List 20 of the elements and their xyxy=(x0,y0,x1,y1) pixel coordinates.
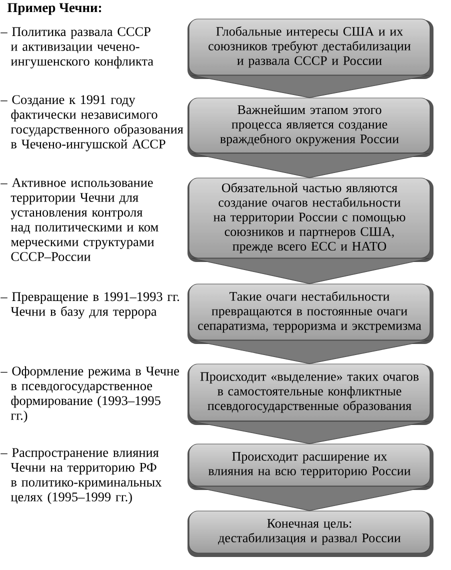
list-item: – Превращение в 1991–1993 гг. Чечни в базу для террора xyxy=(0,292,179,319)
list-item: – Активное использование территории Чечни для установления контроля над политическими и ком мерческими структурами СССР–России xyxy=(0,178,158,262)
process-box: Обязательной частью являются создание очагов нестабильности на территории России с помощью союзников и партнеров США, прежде всего ЕСС и НАТО xyxy=(188,178,434,262)
chevron-arrow xyxy=(191,421,430,444)
process-box: Конечная цель: дестабилизация и развал России xyxy=(188,510,434,557)
process-box: Происходит «выделение» таких очагов в самостоятельные конфликтные псевдогосударственные образования xyxy=(188,364,434,425)
title: Пример Чечни: xyxy=(7,3,102,15)
process-box: Происходит расширение их влияния на всю территорию России xyxy=(188,444,434,490)
chevron-arrow xyxy=(191,75,430,98)
chevron-arrow xyxy=(191,486,430,511)
chevron-arrow xyxy=(191,340,430,364)
list-item: – Политика развала СССР и активизации чечено-ингушенского конфликта xyxy=(0,27,154,68)
process-box: Такие очаги нестабильности превращаются в постоянные очаги сепаратизма, терроризма и экстремизма xyxy=(188,284,434,344)
list-item: – Создание к 1991 году фактически независимого государственного образования в Чечено-ингушской АССР xyxy=(0,95,184,152)
chevron-arrow xyxy=(191,153,430,178)
process-box: Важнейшим этапом этого процесса является создание враждебного окружения России xyxy=(188,98,434,157)
process-box: Глобальные интересы США и их союзников требуют дестабилизации и развала СССР и России xyxy=(188,18,434,79)
list-item: – Оформление режима в Чечне в псевдогосударственное формирование (1993–1995 гг.) xyxy=(0,366,179,423)
chevron-arrow xyxy=(191,258,430,284)
list-item: – Распространение влияния Чечни на территорию РФ в политико-криминальных целях (1995–1999 гг.) xyxy=(0,448,162,504)
